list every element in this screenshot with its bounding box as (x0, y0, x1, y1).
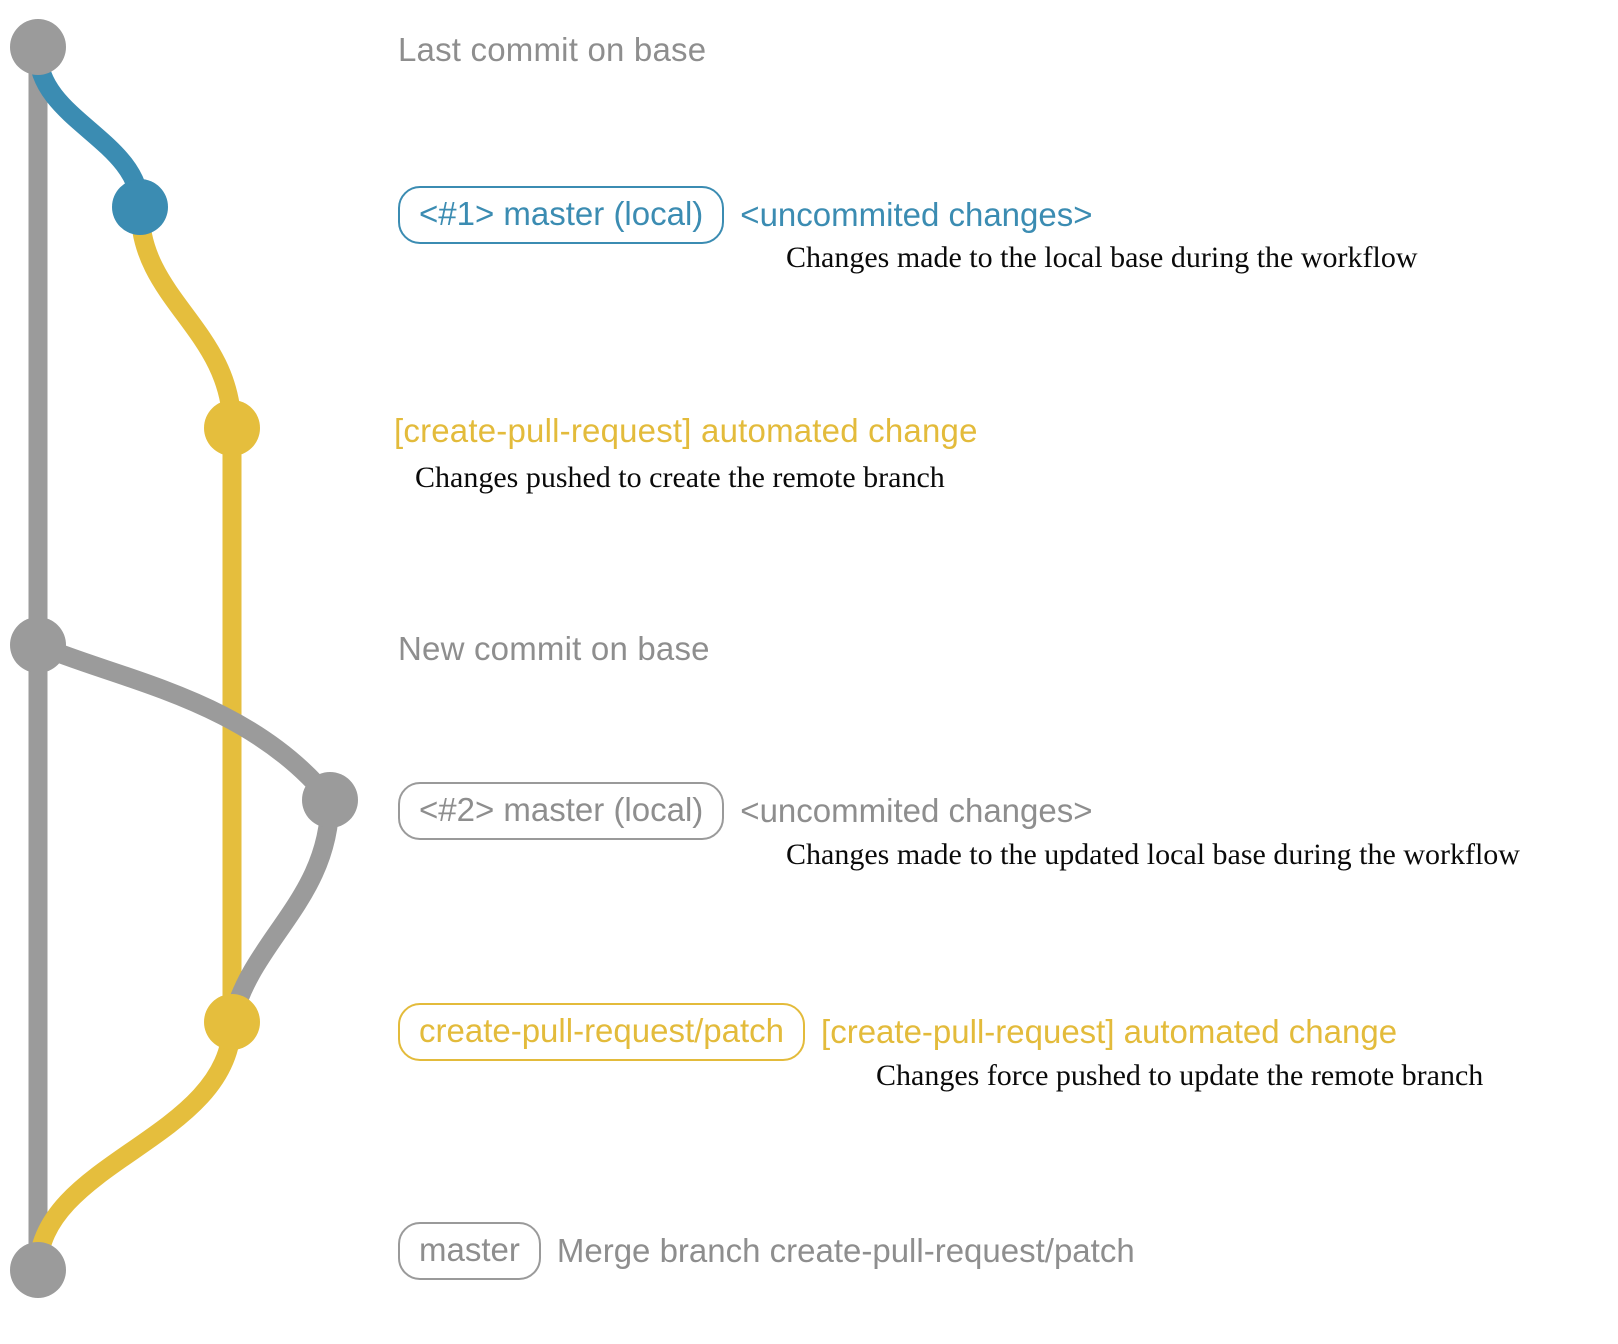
commit-node-base-head[interactable] (10, 19, 66, 75)
subtext-changes-force-pushed: Changes force pushed to update the remot… (876, 1059, 1484, 1092)
caption-uncommited-changes-2: <uncommited changes> (740, 792, 1093, 829)
commit-node-local-2[interactable] (302, 772, 358, 828)
commit-node-patch-2[interactable] (204, 994, 260, 1050)
badge-master-local-1[interactable]: <#1> master (local) (398, 186, 725, 244)
annotation-master-local-2: <#2> master (local) <uncommited changes> (398, 782, 1093, 840)
local2-branch-line (28, 635, 340, 810)
badge-create-pull-request-patch[interactable]: create-pull-request/patch (398, 1003, 806, 1061)
headline-automated-change-1: [create-pull-request] automated change (394, 412, 978, 449)
caption-merge-branch: Merge branch create-pull-request/patch (556, 1232, 1135, 1269)
headline-new-commit-on-base: New commit on base (398, 630, 710, 667)
annotation-automated-change-1: [create-pull-request] automated change (394, 411, 978, 451)
git-branch-graph (10, 19, 358, 1298)
annotation-last-commit-on-base: Last commit on base (398, 30, 706, 70)
annotation-create-pull-request-patch: create-pull-request/patch [create-pull-r… (398, 1003, 1397, 1061)
subtext-changes-pushed-remote: Changes pushed to create the remote bran… (415, 461, 945, 494)
local2-to-patch-line (222, 790, 340, 1032)
annotation-new-commit-on-base: New commit on base (398, 629, 710, 669)
subtext-changes-updated-local-base: Changes made to the updated local base d… (786, 838, 1520, 871)
badge-master-local-2[interactable]: <#2> master (local) (398, 782, 725, 840)
commit-node-merge[interactable] (10, 1242, 66, 1298)
caption-uncommited-changes-1: <uncommited changes> (740, 196, 1093, 233)
subtext-changes-local-base: Changes made to the local base during th… (786, 241, 1418, 274)
caption-automated-change-2: [create-pull-request] automated change (821, 1013, 1398, 1050)
badge-master[interactable]: master (398, 1222, 541, 1280)
patch-to-merge-line (28, 1012, 242, 1280)
commit-node-local-1[interactable] (112, 179, 168, 235)
commit-node-base-new[interactable] (10, 617, 66, 673)
commit-node-patch-1[interactable] (204, 400, 260, 456)
patch-branch-line-upper (130, 200, 242, 438)
headline-last-commit-on-base: Last commit on base (398, 31, 707, 68)
annotation-master-merge: master Merge branch create-pull-request/… (398, 1222, 1135, 1280)
annotation-master-local-1: <#1> master (local) <uncommited changes> (398, 186, 1093, 244)
